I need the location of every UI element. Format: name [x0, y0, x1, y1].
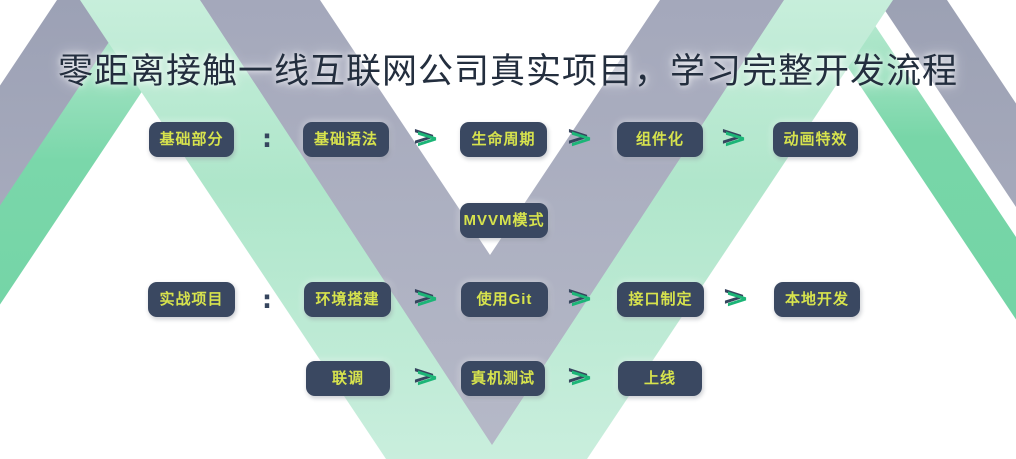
step-box-device-testing: 真机测试 — [461, 361, 545, 396]
step-box-local-dev: 本地开发 — [774, 282, 860, 317]
step-box-lifecycle: 生命周期 — [460, 122, 547, 157]
step-box-launch: 上线 — [618, 361, 702, 396]
step-box-componentization: 组件化 — [617, 122, 703, 157]
step-box-use-git: 使用Git — [461, 282, 548, 317]
arrow-right-icon: > — [724, 283, 750, 314]
step-box-env-setup: 环境搭建 — [304, 282, 391, 317]
colon-separator: : — [262, 285, 272, 314]
colon-separator: : — [262, 124, 272, 153]
arrow-right-icon: > — [722, 123, 748, 154]
arrow-right-icon: > — [568, 123, 594, 154]
step-box-joint-debug: 联调 — [306, 361, 390, 396]
stage-box-project: 实战项目 — [148, 282, 235, 317]
arrow-right-icon: > — [414, 283, 440, 314]
arrow-right-icon: > — [568, 362, 594, 393]
step-box-basic-syntax: 基础语法 — [303, 122, 389, 157]
arrow-right-icon: > — [414, 123, 440, 154]
arrow-right-icon: > — [568, 283, 594, 314]
stage-box-basics: 基础部分 — [149, 122, 234, 157]
arrow-right-icon: > — [414, 362, 440, 393]
step-box-mvvm-pattern: MVVM模式 — [460, 203, 548, 238]
step-box-api-spec: 接口制定 — [617, 282, 704, 317]
step-box-animation-effects: 动画特效 — [773, 122, 858, 157]
page-title: 零距离接触一线互联网公司真实项目，学习完整开发流程 — [57, 52, 958, 91]
